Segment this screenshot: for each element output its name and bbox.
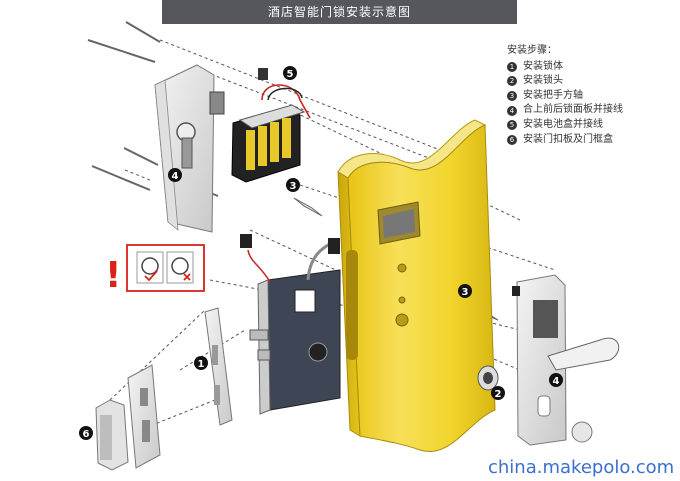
callout-3-top: 3 <box>290 181 297 192</box>
warning-mark: ! <box>105 255 121 296</box>
step-text: 安装锁头 <box>523 75 563 87</box>
step-number: 6 <box>507 134 517 145</box>
step-item: 1 安装锁体 <box>507 60 677 75</box>
step-text: 合上前后锁面板并接线 <box>523 104 623 116</box>
watermark: china.makepolo.com <box>488 457 675 478</box>
callout-3-right: 3 <box>462 287 469 298</box>
steps-heading: 安装步骤： <box>507 45 557 56</box>
callout-4-right: 4 <box>553 376 560 387</box>
front-panel <box>512 274 620 446</box>
step-item: 6 安装门扣板及门框盒 <box>507 133 677 148</box>
step-item: 4 合上前后锁面板并接线 <box>507 103 677 118</box>
step-text: 安装电池盒并接线 <box>523 118 603 130</box>
back-panel <box>154 64 225 233</box>
step-number: 1 <box>507 61 517 72</box>
frame-box <box>95 399 129 471</box>
lock-body <box>240 234 341 415</box>
callout-5: 5 <box>287 69 294 80</box>
lock-cylinder <box>477 365 499 391</box>
callout-6: 6 <box>83 429 90 440</box>
door-panel <box>337 119 496 453</box>
callout-1: 1 <box>198 359 205 370</box>
step-text: 安装把手方轴 <box>523 89 583 101</box>
step-text: 安装门扣板及门框盒 <box>523 133 613 145</box>
callout-2: 2 <box>495 389 502 400</box>
step-number: 2 <box>507 76 517 87</box>
step-number: 5 <box>507 120 517 131</box>
strike-plate <box>127 364 161 469</box>
mounting-screws <box>87 21 219 197</box>
warning-box <box>126 244 205 292</box>
step-item: 2 安装锁头 <box>507 74 677 89</box>
step-number: 4 <box>507 105 517 116</box>
callout-4-left: 4 <box>172 171 179 182</box>
battery-box <box>231 68 311 183</box>
step-item: 5 安装电池盒并接线 <box>507 118 677 133</box>
step-item: 3 安装把手方轴 <box>507 89 677 104</box>
step-number: 3 <box>507 91 517 102</box>
step-text: 安装锁体 <box>523 60 563 72</box>
diagram-title: 酒店智能门锁安装示意图 <box>162 0 517 24</box>
face-plate <box>204 307 233 426</box>
